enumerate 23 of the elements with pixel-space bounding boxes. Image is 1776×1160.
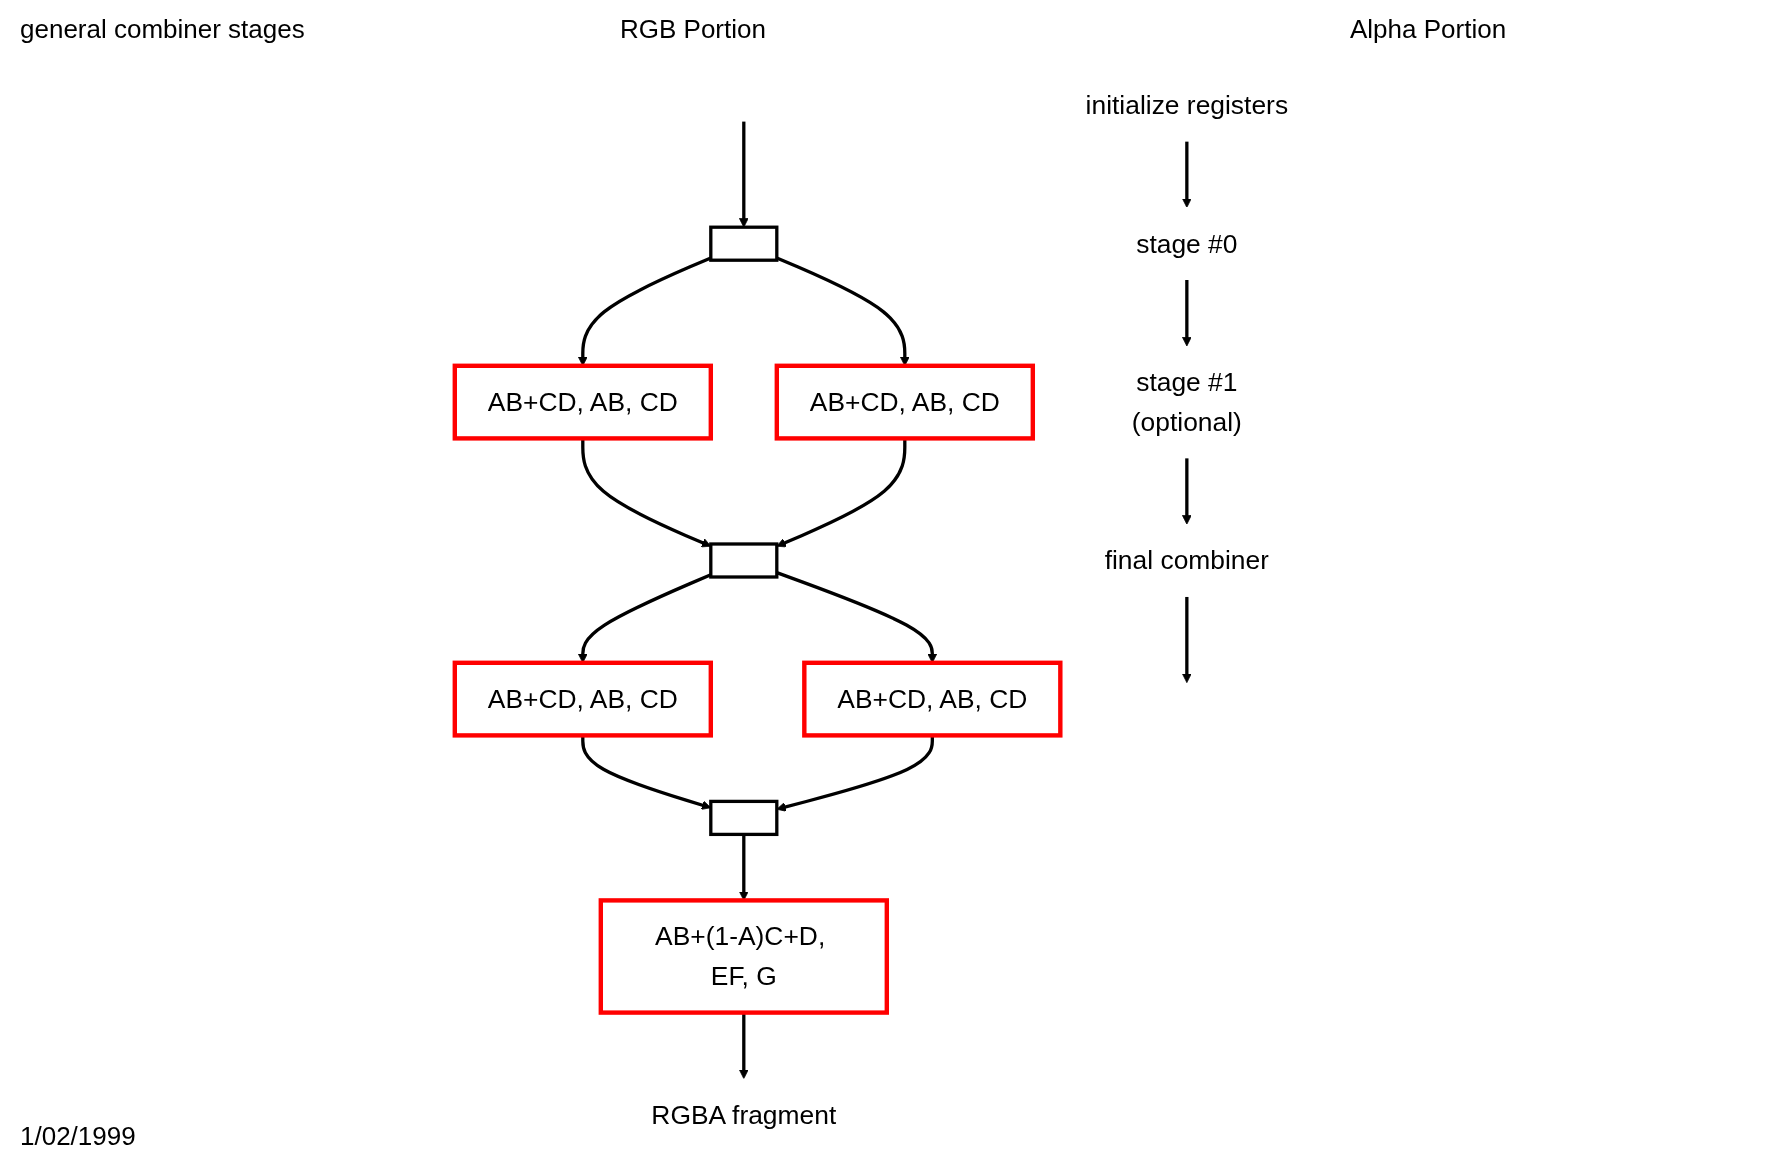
node-text: initialize registers (1085, 89, 1289, 120)
arrow (1182, 458, 1192, 525)
node-box (709, 799, 779, 837)
group-label: general combiner stages (20, 14, 305, 45)
arrow (1182, 141, 1192, 208)
arrow (739, 121, 749, 228)
node-text: stage #0 (1136, 228, 1238, 258)
arrow (1182, 596, 1192, 684)
node-box (452, 660, 714, 738)
node-text: RGBA fragment (651, 1099, 837, 1130)
node-box (709, 542, 779, 579)
node-box (598, 898, 890, 1015)
node-text: final combiner (1104, 545, 1270, 575)
node-box (452, 363, 714, 441)
node-box (774, 363, 1036, 441)
node-box (709, 225, 779, 262)
node-box (802, 660, 1063, 738)
arrow (1182, 280, 1192, 347)
flowchart: initialize registers stage #0 stage #1 (optional) final combiner AB+CD, AB, CD AB+CD, AB, CD AB+CD, AB, CD AB+CD, AB, CD AB+(1-A)C+D, EF, G RGBA fragment (446, 60, 1330, 1160)
column-heading: RGB Portion (620, 14, 766, 45)
date-text: 1/02/1999 (20, 1121, 136, 1152)
node-text: stage #1 (optional) (1131, 366, 1242, 437)
column-heading: Alpha Portion (1350, 14, 1507, 45)
